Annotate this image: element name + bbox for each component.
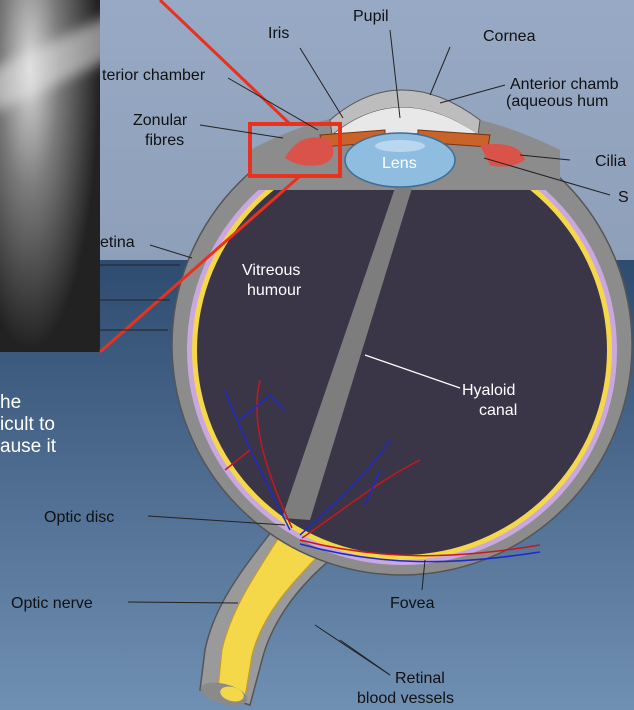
side-caption-line-1: he (0, 392, 21, 413)
label-iris: Iris (268, 25, 289, 42)
side-caption: he icult to ause it (0, 392, 160, 458)
label-s: S (618, 189, 629, 206)
label-optic-nerve: Optic nerve (11, 595, 93, 612)
label-canal: canal (479, 402, 517, 419)
side-caption-line-3: ause it (0, 436, 56, 457)
label-aqueous-humour: (aqueous hum (506, 93, 608, 110)
label-vitreous: Vitreous (242, 262, 300, 279)
label-retinal: Retinal (395, 670, 445, 687)
label-fovea: Fovea (390, 595, 435, 612)
label-fibres: fibres (145, 132, 184, 149)
label-pupil: Pupil (353, 8, 389, 25)
label-anterior-chamber-left: terior chamber (102, 67, 206, 84)
label-optic-disc: Optic disc (44, 509, 114, 526)
label-cornea: Cornea (483, 28, 536, 45)
label-zonular: Zonular (133, 112, 188, 129)
label-blood-vessels: blood vessels (357, 690, 454, 707)
label-humour: humour (247, 282, 302, 299)
side-caption-line-2: icult to (0, 414, 55, 435)
label-ciliary: Cilia (595, 153, 626, 170)
label-lens: Lens (382, 155, 417, 172)
label-hyaloid: Hyaloid (462, 382, 515, 399)
highlight-line-top (160, 0, 290, 124)
label-anterior-chamber-right: Anterior chamb (510, 76, 619, 93)
label-retina: etina (100, 234, 135, 251)
